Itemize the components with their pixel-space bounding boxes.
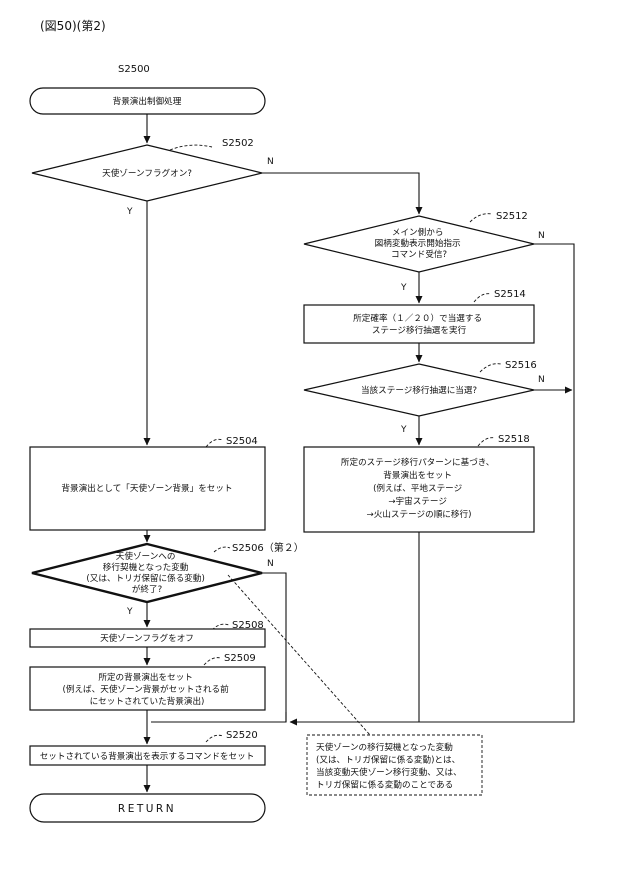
s2509-line-2: (例えば、天使ゾーン背景がセットされる前 [63, 683, 230, 695]
label-s2512: S2512 [496, 211, 528, 222]
s2504-line-1: 背景演出として「天使ゾーン背景」をセット [61, 482, 232, 494]
svg-text:セットされている背景演出を表示するコマンドをセット: セットされている背景演出を表示するコマンドをセット [40, 750, 255, 762]
no-s2502: N [267, 157, 274, 167]
decision-s2516: S2516 当該ステージ移行抽選に当選? [304, 360, 537, 416]
s2508-line-1: 天使ゾーンフラグをオフ [100, 632, 194, 644]
svg-text:背景演出として「天使ゾーン背景」をセット: 背景演出として「天使ゾーン背景」をセット [61, 482, 232, 494]
no-s2516: N [538, 375, 545, 385]
label-s2506: S2506（第２） [232, 541, 304, 554]
s2516-line-1: 当該ステージ移行抽選に当選? [361, 384, 477, 396]
note-line-1: 天使ゾーンの移行契機となった変動 [316, 741, 453, 753]
start-label: S2500 [118, 64, 150, 75]
decision-s2502: S2502 天使ゾーンフラグオン? [32, 138, 262, 201]
s2518-line-1: 所定のステージ移行パターンに基づき、 [341, 456, 494, 468]
no-s2512: N [538, 231, 545, 241]
label-s2520: S2520 [226, 730, 258, 741]
s2506-line-2: 移行契機となった変動 [103, 561, 189, 573]
s2514-line-2: ステージ移行抽選を実行 [372, 324, 467, 336]
s2506-line-4: が終了? [132, 583, 162, 595]
end-text: RETURN [118, 803, 176, 815]
s2512-line-2: 図柄変動表示開始指示 [375, 237, 461, 249]
s2518-line-3: (例えば、平地ステージ [373, 482, 463, 494]
end-terminal: RETURN [30, 794, 265, 822]
s2502-line-1: 天使ゾーンフラグオン? [102, 167, 192, 179]
s2509-line-3: にセットされていた背景演出) [90, 695, 205, 707]
start-terminal: 背景演出制御処理 [30, 88, 265, 114]
label-s2502: S2502 [222, 138, 254, 149]
s2518-line-2: 背景演出をセット [383, 469, 452, 481]
s2518-line-4: →宇宙ステージ [388, 495, 447, 507]
s2514-line-1: 所定確率（１／２０）で当選する [353, 312, 482, 324]
s2512-line-1: メイン側から [392, 226, 444, 238]
note-line-3: 当該変動天使ゾーン移行変動、又は、 [316, 766, 462, 778]
note-line-2: (又は、トリガ保留に係る変動)とは、 [316, 754, 460, 766]
s2509-line-1: 所定の背景演出をセット [98, 671, 193, 683]
label-s2514: S2514 [494, 289, 526, 300]
label-s2509: S2509 [224, 653, 256, 664]
s2512-line-3: コマンド受信? [391, 248, 447, 260]
no-s2506: N [267, 559, 274, 569]
yes-s2512: Y [400, 283, 407, 293]
label-s2518: S2518 [498, 434, 530, 445]
yes-s2502: Y [126, 207, 133, 217]
process-s2504: S2504 背景演出として「天使ゾーン背景」をセット [30, 436, 265, 530]
note-line-4: トリガ保留に係る変動のことである [316, 779, 453, 791]
start-text: 背景演出制御処理 [113, 95, 182, 107]
svg-text:天使ゾーンフラグオン?: 天使ゾーンフラグオン? [102, 167, 192, 179]
svg-text:天使ゾーンフラグをオフ: 天使ゾーンフラグをオフ [100, 632, 194, 644]
note-box: 天使ゾーンの移行契機となった変動 (又は、トリガ保留に係る変動)とは、 当該変動… [307, 735, 482, 795]
svg-text:当該ステージ移行抽選に当選?: 当該ステージ移行抽選に当選? [361, 384, 477, 396]
label-s2516: S2516 [505, 360, 537, 371]
yes-s2506: Y [126, 607, 133, 617]
decision-s2506: S2506（第２） 天使ゾーンへの 移行契機となった変動 (又は、トリガ保留に係… [32, 541, 304, 602]
figure-title: (図50)(第2) [40, 19, 106, 33]
s2520-line-1: セットされている背景演出を表示するコマンドをセット [40, 750, 255, 762]
label-s2504: S2504 [226, 436, 258, 447]
process-s2518: S2518 所定のステージ移行パターンに基づき、 背景演出をセット (例えば、平… [304, 434, 534, 532]
s2518-line-5: →火山ステージの順に移行) [367, 508, 472, 520]
s2506-line-3: (又は、トリガ保留に係る変動) [86, 572, 204, 584]
yes-s2516: Y [400, 425, 407, 435]
decision-s2512: S2512 メイン側から 図柄変動表示開始指示 コマンド受信? [304, 211, 534, 272]
s2506-line-1: 天使ゾーンへの [116, 550, 176, 562]
